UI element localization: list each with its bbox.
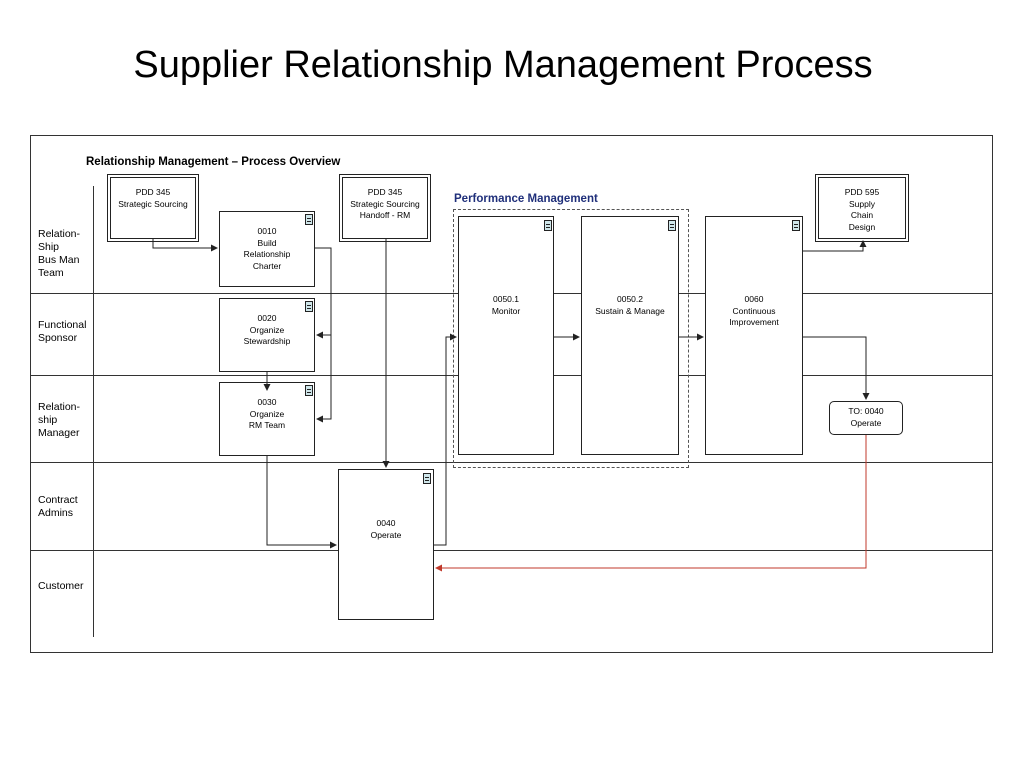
- lane-label-functional-sponsor: Functional Sponsor: [38, 319, 87, 344]
- organize-stewardship-box[interactable]: 0020 Organize Stewardship: [219, 298, 315, 372]
- pdd345-handoff-box[interactable]: PDD 345 Strategic Sourcing Handoff - RM: [342, 177, 428, 239]
- operate-box[interactable]: 0040 Operate: [338, 469, 434, 620]
- lane-label-customer: Customer: [38, 580, 84, 592]
- monitor-box[interactable]: 0050.1 Monitor: [458, 216, 554, 455]
- organize-rm-team-box[interactable]: 0030 Organize RM Team: [219, 382, 315, 456]
- build-relationship-charter-box[interactable]: 0010 Build Relationship Charter: [219, 211, 315, 287]
- lane-label-relationship-bus-man-team: Relation- Ship Bus Man Team: [38, 228, 81, 279]
- pdd595-supply-chain-design-box[interactable]: PDD 595 Supply Chain Design: [818, 177, 906, 239]
- document-icon: [668, 220, 676, 231]
- document-icon: [305, 214, 313, 225]
- document-icon: [305, 385, 313, 396]
- document-icon: [792, 220, 800, 231]
- to-operate-box[interactable]: TO: 0040 Operate: [829, 401, 903, 435]
- lane-label-relationship-manager: Relation- ship Manager: [38, 401, 81, 439]
- slide-title: Supplier Relationship Management Process: [133, 44, 873, 86]
- document-icon: [305, 301, 313, 312]
- diagram-title: Relationship Management – Process Overvi…: [86, 156, 341, 168]
- diagram-frame: [30, 135, 993, 653]
- pdd345-strategic-sourcing-box[interactable]: PDD 345 Strategic Sourcing: [110, 177, 196, 239]
- document-icon: [423, 473, 431, 484]
- lane-label-contract-admins: Contract Admins: [38, 494, 78, 519]
- continuous-improvement-box[interactable]: 0060 Continuous Improvement: [705, 216, 803, 455]
- document-icon: [544, 220, 552, 231]
- performance-management-title: Performance Management: [454, 193, 598, 205]
- lane-divider: [31, 550, 993, 551]
- lane-label-divider: [93, 186, 94, 637]
- sustain-manage-box[interactable]: 0050.2 Sustain & Manage: [581, 216, 679, 455]
